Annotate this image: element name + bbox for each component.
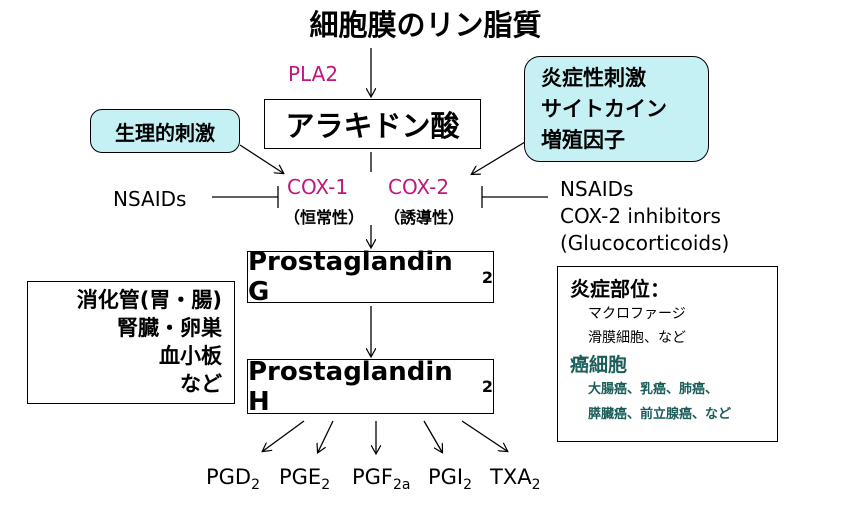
inflam-item: 炎症性刺激 [541,66,646,90]
arrow-inflam-to-cox2 [472,141,526,174]
physiological-stimulus-callout: 生理的刺激 [90,109,240,153]
inflam-item: 増殖因子 [541,128,625,152]
product-base: PGF [352,465,394,489]
product-base: PGI [428,465,464,489]
arrow-physio-to-cox1 [239,144,283,173]
site-title: 炎症部位： [570,277,670,301]
pgh2-text: Prostaglandin H [248,356,453,417]
organ-item: 消化管(胃・腸) [76,288,222,312]
product-pgf2a: PGF2a [352,465,411,493]
product-sub: 2 [321,477,331,494]
pgg2-text: Prostaglandin G [248,247,453,307]
arrow-to-pgi2 [423,420,442,452]
organ-item: など [180,372,222,396]
organ-item: 腎臓・卵巣 [117,316,222,340]
product-sub: 2a [393,477,411,494]
inflammation-site-box: 炎症部位： マクロファージ 滑膜細胞、など 癌細胞 大腸癌、乳癌、肺癌、 膵臓癌… [557,266,778,442]
inflam-item: サイトカイン [541,97,667,121]
arrow-to-txa2 [461,420,507,451]
cox1-subtitle: （恒常性） [284,208,365,227]
product-pgi2: PGI2 [428,465,472,493]
cox2-label: COX-2 [388,175,450,199]
pgg2-box: Prostaglandin G 2 [247,247,494,307]
product-base: PGE [279,465,322,489]
cox1-organs-box: 消化管(胃・腸) 腎臓・卵巣 血小板 など [27,281,235,404]
product-sub: 2 [531,477,541,494]
organ-item: 血小板 [159,344,222,368]
pgg2-subscript: 2 [481,267,493,287]
site-item: マクロファージ [588,306,686,322]
cox2-subtitle: （誘導性） [384,208,465,227]
cancer-item: 膵臓癌、前立腺癌、など [588,407,732,422]
cancer-item: 大腸癌、乳癌、肺癌、 [588,382,719,397]
product-txa2: TXA2 [490,465,541,493]
inflammatory-stimulus-callout: 炎症性刺激 サイトカイン 増殖因子 [524,56,709,162]
product-pge2: PGE2 [279,465,330,493]
inhibitor-item: (Glucocorticoids) [560,231,730,255]
arachidonic-acid-box: アラキドン酸 [264,99,481,149]
nsaids-left-label: NSAIDs [113,187,187,211]
product-pgd2: PGD2 [206,465,260,493]
inhibitor-item: COX-2 inhibitors [560,204,721,228]
nsaids-right-list: NSAIDs COX-2 inhibitors (Glucocorticoids… [560,176,729,257]
product-base: PGD [206,465,252,489]
product-sub: 2 [463,477,473,494]
arrow-to-pgd2 [263,420,305,451]
product-sub: 2 [251,477,261,494]
page-title: 細胞膜のリン脂質 [309,8,542,42]
cancer-title: 癌細胞 [570,354,628,376]
pgh2-box: Prostaglandin H 2 [247,356,494,417]
cox1-label: COX-1 [287,175,349,199]
pla2-label: PLA2 [288,62,339,86]
pgh2-subscript: 2 [481,377,493,396]
arrow-to-pge2 [318,420,334,452]
product-base: TXA [490,465,532,489]
site-item: 滑膜細胞、など [588,330,686,346]
inhibitor-item: NSAIDs [560,177,634,201]
